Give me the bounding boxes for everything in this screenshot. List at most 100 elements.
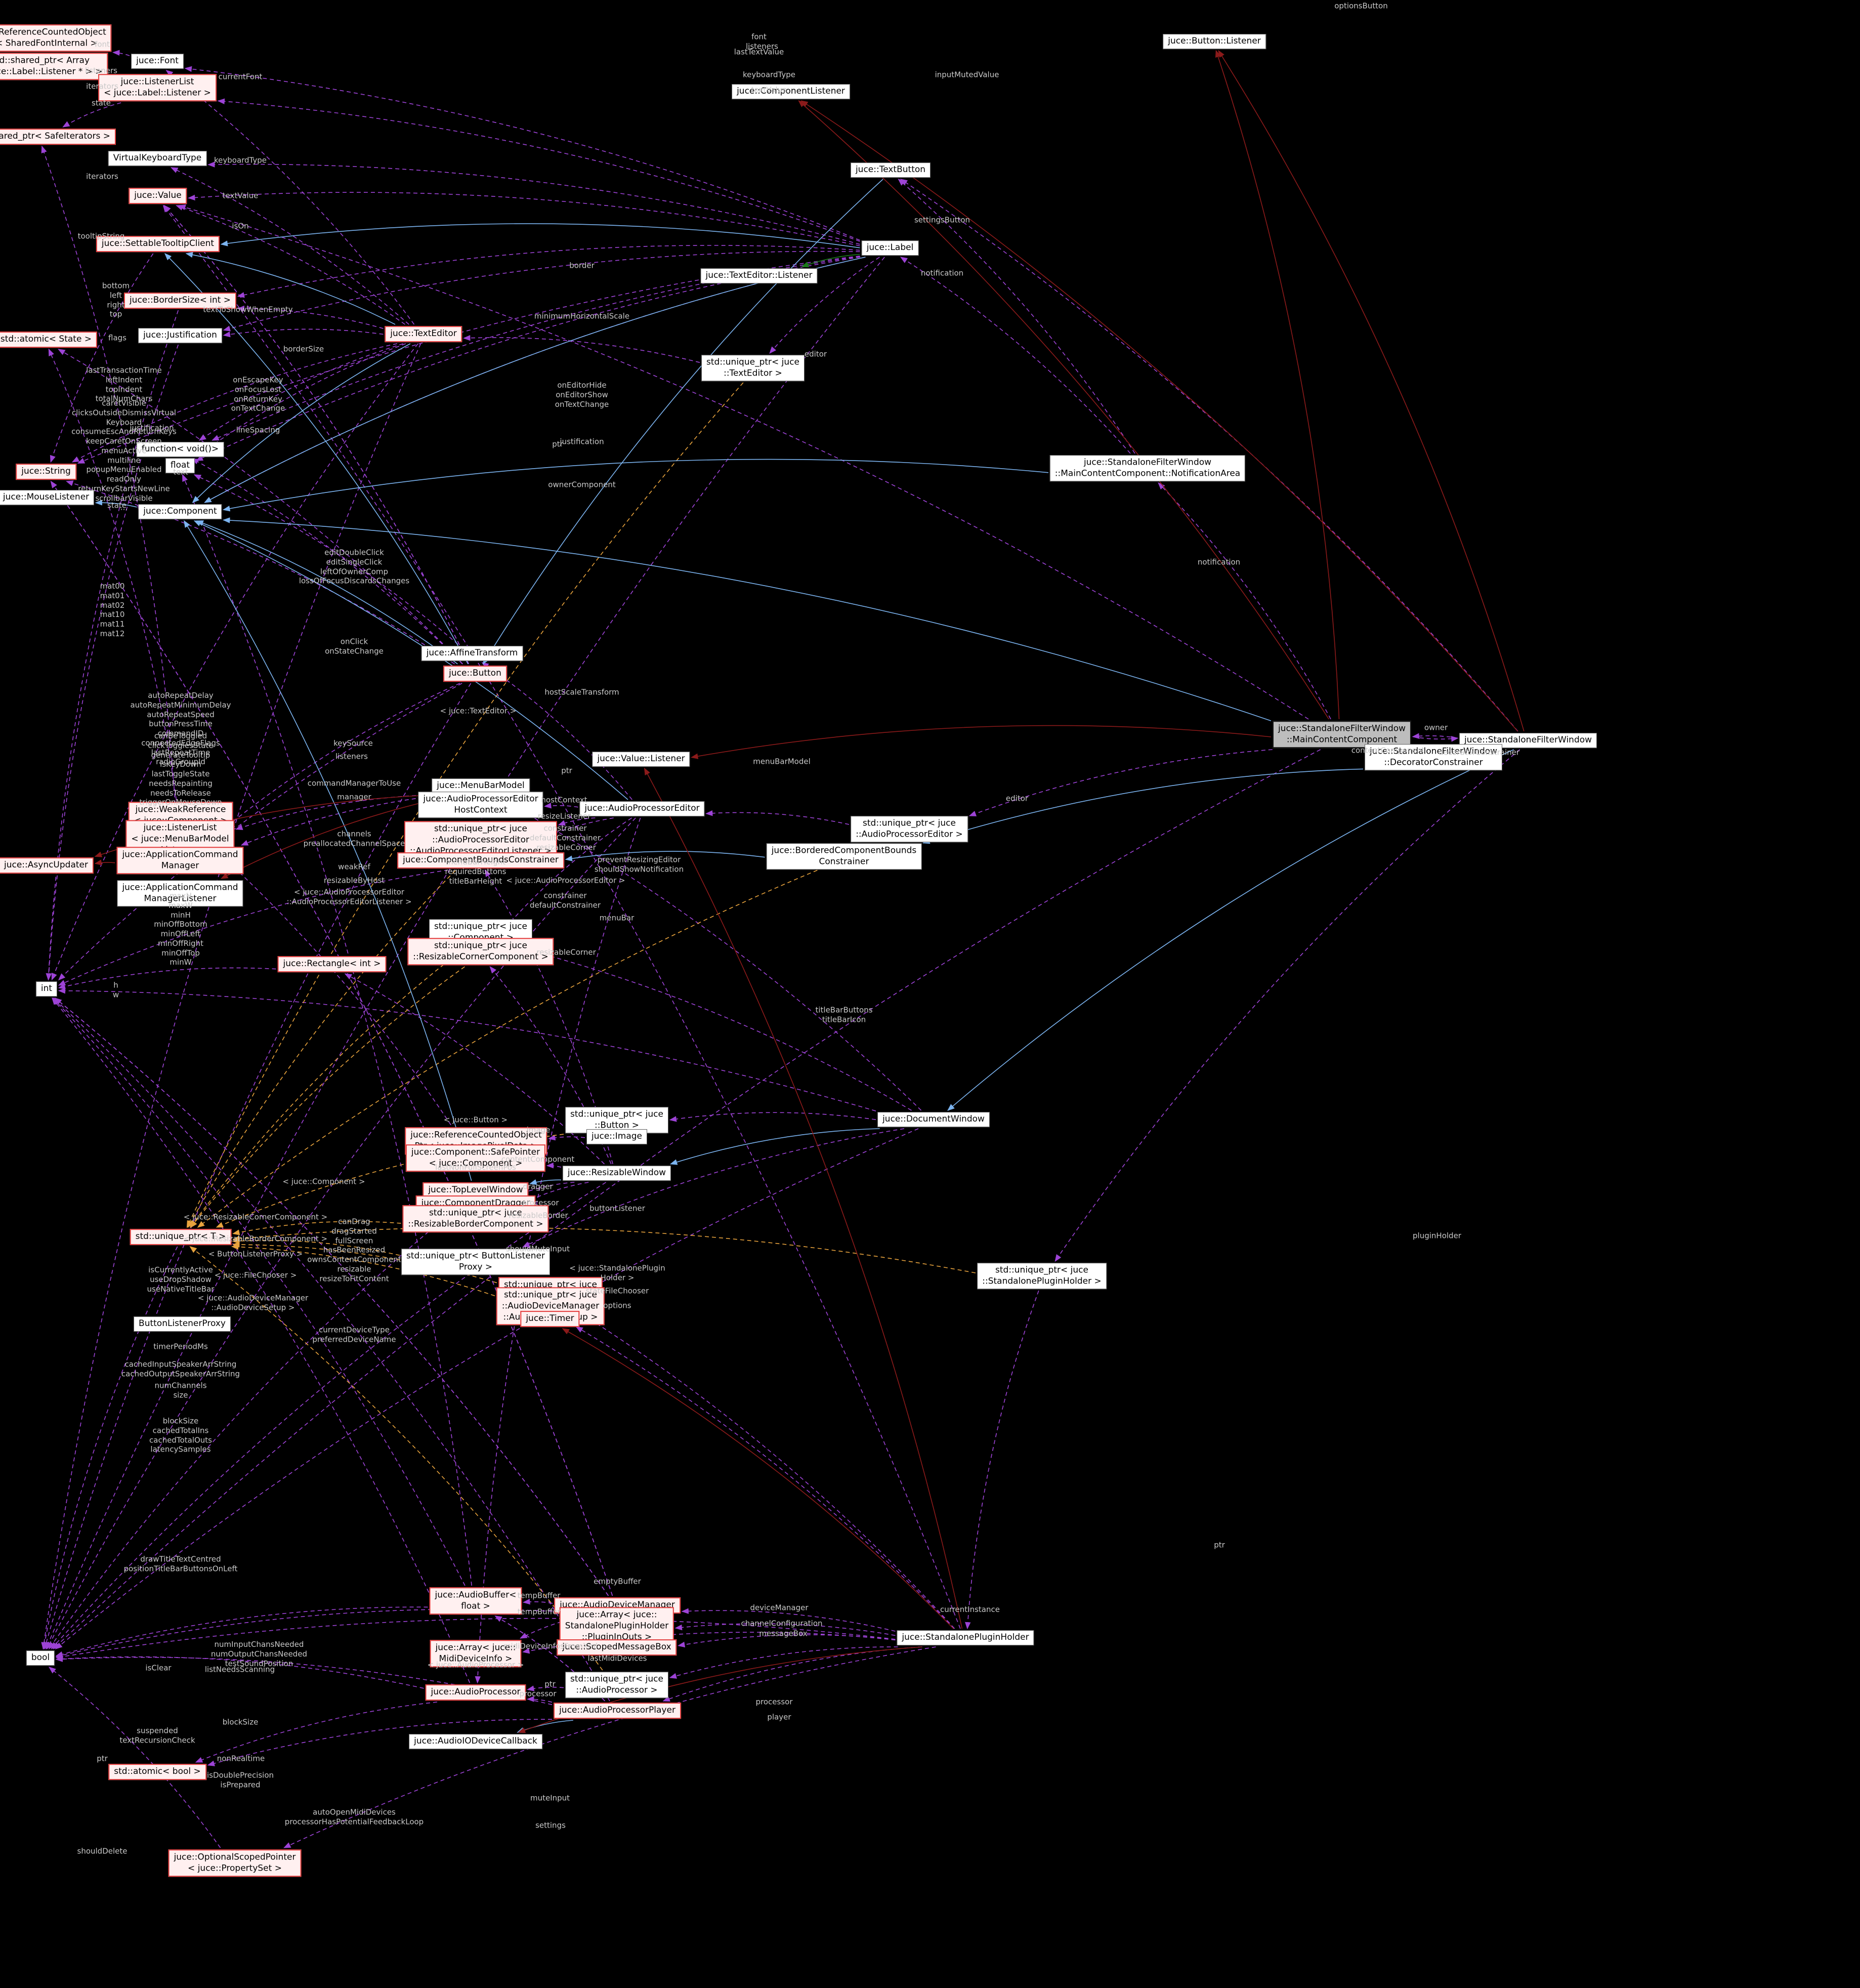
class-node-rectangleInt[interactable]: juce::Rectangle< int >: [277, 956, 387, 972]
edge-juceTextEditor-juceComponent: [192, 343, 411, 504]
class-node-textEditorListener[interactable]: juce::TextEditor::Listener: [700, 268, 818, 283]
edge-menuBarModel-listenerListMenuBarModel: [235, 794, 431, 830]
edge-topLevelWindow-boolNode: [48, 1199, 467, 1650]
edge-uniquePtrTextEditor-juceTextEditor: [463, 335, 700, 363]
class-node-juceImage[interactable]: juce::Image: [586, 1129, 647, 1144]
edge-componentBoundsConstrainer-intNode: [58, 869, 448, 986]
class-node-scopedMessageBox[interactable]: juce::ScopedMessageBox: [557, 1639, 677, 1655]
edge-documentWindow-menuBarModel: [492, 795, 922, 1111]
class-node-uniquePtrResizableCorner[interactable]: std::unique_ptr< juce ::ResizableCornerC…: [407, 938, 554, 965]
class-node-juceLabel[interactable]: juce::Label: [861, 240, 919, 256]
class-node-uniquePtrResizableBorder[interactable]: std::unique_ptr< juce ::ResizableBorderC…: [402, 1205, 549, 1232]
class-node-boolNode[interactable]: bool: [26, 1650, 55, 1666]
edge-standaloneFilterWindow-mainContentComponent: [1412, 733, 1458, 739]
edge-juceTextEditor-juceValue: [176, 204, 405, 325]
class-node-standalonePluginHolder[interactable]: juce::StandalonePluginHolder: [897, 1630, 1034, 1645]
class-node-notificationArea[interactable]: juce::StandaloneFilterWindow ::MainConte…: [1049, 455, 1246, 481]
class-node-uniquePtrTextEditor[interactable]: std::unique_ptr< juce ::TextEditor >: [701, 355, 805, 381]
edge-audioProcessorPlayer-stdAtomicBool: [207, 1719, 553, 1766]
class-node-mouseListener[interactable]: juce::MouseListener: [0, 490, 95, 505]
class-node-asyncUpdater[interactable]: juce::AsyncUpdater: [0, 857, 94, 874]
edge-juceLabel-listenerListLabelListener: [217, 98, 860, 242]
class-node-juceValue[interactable]: juce::Value: [129, 188, 187, 204]
edge-juceLabel-textEditorListener: [801, 254, 860, 267]
class-node-settableTooltipClient[interactable]: juce::SettableTooltipClient: [96, 236, 220, 252]
edge-standalonePluginHolder-juceValue: [162, 204, 961, 1629]
class-node-sharedPtrSafeIterators[interactable]: std::shared_ptr< SafeIterators >: [0, 129, 116, 145]
class-node-arrayMidiDeviceInfo[interactable]: juce::Array< juce:: MidiDeviceInfo >: [430, 1640, 522, 1667]
class-node-virtualKeyboardType[interactable]: VirtualKeyboardType: [108, 151, 207, 166]
class-node-documentWindow[interactable]: juce::DocumentWindow: [877, 1112, 990, 1127]
class-node-audioProcessorEditor[interactable]: juce::AudioProcessorEditor: [579, 801, 705, 816]
class-node-listenerListLabelListener[interactable]: juce::ListenerList < juce::Label::Listen…: [98, 74, 217, 101]
class-node-uniquePtrButton[interactable]: std::unique_ptr< juce ::Button >: [565, 1107, 668, 1133]
class-node-juceFont[interactable]: juce::Font: [131, 54, 184, 69]
class-node-audioIODeviceCallback[interactable]: juce::AudioIODeviceCallback: [409, 1734, 542, 1749]
class-node-justification[interactable]: juce::Justification: [138, 328, 222, 343]
edge-standalonePluginHolder-audioDeviceManager: [681, 1608, 896, 1632]
class-node-borderSizeInt[interactable]: juce::BorderSize< int >: [123, 293, 237, 309]
edge-optionalScopedPtr-boolNode: [48, 1667, 221, 1848]
edge-documentWindow-uniquePtrComponent: [515, 945, 912, 1111]
edge-componentSafePointer-weakRefComponent: [193, 830, 463, 1143]
class-node-audioProcessorEditorHostContext[interactable]: juce::AudioProcessorEditor HostContext: [418, 792, 543, 818]
class-node-stdAtomicState[interactable]: std::atomic< State >: [0, 332, 98, 348]
class-node-juceComponent[interactable]: juce::Component: [138, 504, 222, 519]
edge-audioDeviceManager-intNode: [54, 998, 609, 1596]
edge-menuBarModel-appCommandManager: [240, 795, 444, 846]
edge-standaloneFilterWindow-textButton: [900, 179, 1518, 732]
class-node-uniquePtrStandalonePluginHolder[interactable]: std::unique_ptr< juce ::StandalonePlugin…: [977, 1263, 1107, 1289]
class-node-functionVoid[interactable]: function< void()>: [136, 442, 224, 457]
class-node-juceTimer[interactable]: juce::Timer: [520, 1311, 580, 1327]
class-node-stdAtomicBool[interactable]: std::atomic< bool >: [108, 1764, 206, 1780]
edge-uniquePtrButtonListenerProxy-uniquePtrT: [232, 1238, 400, 1256]
class-node-buttonListenerProxy[interactable]: ButtonListenerProxy: [134, 1316, 231, 1332]
class-node-componentListener[interactable]: juce::ComponentListener: [732, 84, 850, 99]
class-node-borderedComponentBoundsConstrainer[interactable]: juce::BorderedComponentBounds Constraine…: [766, 843, 922, 869]
class-node-componentBoundsConstrainer[interactable]: juce::ComponentBoundsConstrainer: [397, 852, 564, 868]
edge-juceButton-functionVoid: [191, 458, 463, 665]
edge-juceAudioProcessor-boolNode: [55, 1655, 424, 1689]
edge-audioDeviceManager-juceString: [50, 480, 613, 1596]
class-node-floatNode[interactable]: float: [165, 458, 195, 473]
edge-uniquePtrAPEListener-uniquePtrT: [187, 860, 466, 1228]
class-node-intNode[interactable]: int: [35, 981, 58, 997]
edge-juceButton-appCommandManager: [203, 683, 460, 846]
edge-uniquePtrStandalonePluginHolder-standalonePluginHolder: [964, 1290, 1039, 1630]
class-node-uniquePtrButtonListenerProxy[interactable]: std::unique_ptr< ButtonListener Proxy >: [401, 1249, 551, 1275]
class-node-menuBarModel[interactable]: juce::MenuBarModel: [432, 778, 530, 794]
edge-juceTextEditor-functionVoid: [198, 343, 404, 441]
edge-weakRefComponent-stdAtomicState: [48, 348, 177, 801]
class-node-audioBufferFloat[interactable]: juce::AudioBuffer< float >: [429, 1587, 522, 1614]
class-node-juceString[interactable]: juce::String: [16, 464, 76, 480]
class-node-arrayPluginInOuts[interactable]: juce::Array< juce:: StandalonePluginHold…: [559, 1607, 674, 1645]
edge-juceLabel-boolNode: [46, 257, 885, 1650]
class-node-audioProcessorPlayer[interactable]: juce::AudioProcessorPlayer: [554, 1703, 681, 1719]
class-node-uniquePtrAudioProcessorEditor[interactable]: std::unique_ptr< juce ::AudioProcessorEd…: [851, 816, 968, 842]
edge-audioProcessorEditor-uniquePtrAPEListener: [558, 817, 596, 826]
edge-uniquePtrAudioDeviceSetup-uniquePtrT: [231, 1244, 495, 1297]
edge-mainContentComponent-juceComponent: [223, 517, 1272, 721]
class-node-sharedPtrArrayLabelListener[interactable]: std::shared_ptr< Array < juce::Label::Li…: [0, 53, 108, 80]
class-node-juceButton[interactable]: juce::Button: [443, 666, 507, 682]
class-node-resizableWindow[interactable]: juce::ResizableWindow: [562, 1166, 671, 1181]
class-node-optionalScopedPtr[interactable]: juce::OptionalScopedPointer < juce::Prop…: [168, 1849, 302, 1877]
class-node-affineTransform[interactable]: juce::AffineTransform: [421, 646, 523, 661]
class-node-textButton[interactable]: juce::TextButton: [850, 162, 931, 178]
edge-audioProcessorPlayer-juceAudioProcessor: [527, 1696, 553, 1703]
class-node-juceTextEditor[interactable]: juce::TextEditor: [385, 326, 462, 342]
class-node-refCountedFontPtr[interactable]: juce::ReferenceCountedObject Ptr< Shared…: [0, 24, 112, 52]
class-node-juceAudioProcessor[interactable]: juce::AudioProcessor: [425, 1684, 526, 1701]
edge-juceLabel-justification: [223, 251, 860, 332]
class-node-appCommandManagerListener[interactable]: juce::ApplicationCommand ManagerListener: [117, 880, 243, 906]
edge-mainContentComponent-boolNode: [53, 749, 1321, 1649]
class-node-uniquePtrAudioProcessor[interactable]: std::unique_ptr< juce ::AudioProcessor >: [565, 1672, 668, 1698]
class-node-valueListener[interactable]: juce::Value::Listener: [592, 752, 690, 767]
class-node-decoratorConstrainer[interactable]: juce::StandaloneFilterWindow ::Decorator…: [1364, 744, 1503, 770]
class-node-componentSafePointer[interactable]: juce::Component::SafePointer < juce::Com…: [405, 1144, 546, 1172]
class-node-buttonListener2[interactable]: juce::Button::Listener: [1163, 34, 1266, 49]
class-node-mainContentComponent[interactable]: juce::StandaloneFilterWindow ::MainConte…: [1272, 721, 1412, 748]
floating-label: currentInstance: [940, 1605, 1000, 1614]
class-node-uniquePtrT[interactable]: std::unique_ptr< T >: [130, 1229, 232, 1245]
class-node-appCommandManager[interactable]: juce::ApplicationCommand Manager: [116, 847, 244, 874]
